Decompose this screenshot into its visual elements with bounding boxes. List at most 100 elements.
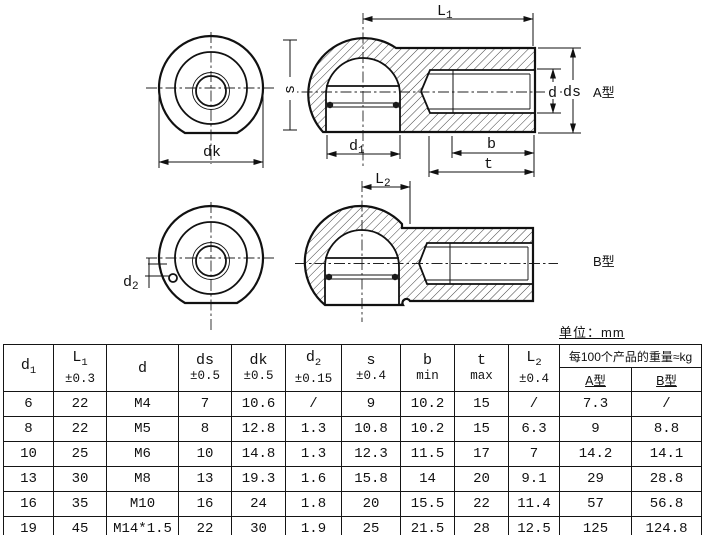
table-cell: 30 — [231, 516, 286, 535]
centerlines-front-a — [146, 32, 277, 164]
d-label: d — [548, 85, 557, 102]
body-outline-a — [307, 37, 537, 134]
weight-subheader: B型 — [631, 367, 702, 392]
table-cell: 9.1 — [508, 466, 560, 492]
thread-hole-b — [418, 242, 532, 285]
section-view-type-b: L2 B型 — [295, 171, 615, 322]
table-cell: 1.3 — [285, 416, 342, 442]
table-cell: 10.2 — [400, 391, 455, 417]
table-cell: 30 — [53, 466, 107, 492]
front-view-type-b: d2 — [123, 202, 277, 332]
table-cell: M8 — [106, 466, 179, 492]
outer-ring-b — [157, 204, 265, 305]
front-view-type-a: dk — [146, 32, 277, 168]
d2-label: d2 — [123, 274, 139, 293]
weight-header: 每100个产品的重量≈kg — [559, 344, 702, 368]
section-view-type-a: L1 s d1 b t d ds A — [282, 3, 615, 177]
table-cell: 12.8 — [231, 416, 286, 442]
spring-groove-b — [325, 274, 399, 280]
table-cell: 16 — [178, 491, 232, 517]
spring-wire-dot — [392, 101, 400, 109]
table-cell: 11.4 — [508, 491, 560, 517]
column-header: d1 — [3, 344, 54, 392]
table-cell: 20 — [454, 466, 509, 492]
l2-label: L2 — [375, 171, 391, 190]
table-cell: 19.3 — [231, 466, 286, 492]
table-cell: M4 — [106, 391, 179, 417]
table-cell: 125 — [559, 516, 632, 535]
table-cell: 56.8 — [631, 491, 702, 517]
table-cell: 10.6 — [231, 391, 286, 417]
outer-ring-a — [157, 34, 265, 135]
column-header: L1±0.3 — [53, 344, 107, 392]
socket-cavity-a — [325, 57, 401, 132]
table-cell: 7 — [508, 441, 560, 467]
table-cell: 11.5 — [400, 441, 455, 467]
dk-label: dk — [203, 144, 221, 161]
table-cell: / — [631, 391, 702, 417]
spring-wire-dot — [325, 273, 333, 281]
table-cell: 14.1 — [631, 441, 702, 467]
table-cell: 124.8 — [631, 516, 702, 535]
table-cell: 1.3 — [285, 441, 342, 467]
table-cell: 1.8 — [285, 491, 342, 517]
table-cell: 12.5 — [508, 516, 560, 535]
d1-label: d1 — [349, 138, 365, 157]
spring-wire-dot — [326, 101, 334, 109]
table-cell: / — [508, 391, 560, 417]
socket-cavity-b — [324, 229, 400, 305]
table-cell: 20 — [341, 491, 401, 517]
table-cell: 25 — [53, 441, 107, 467]
table-cell: 15 — [454, 416, 509, 442]
dk-extension-lines — [158, 96, 264, 168]
table-cell: 24 — [231, 491, 286, 517]
hatched-section-b — [304, 205, 533, 305]
table-cell: M14*1.5 — [106, 516, 179, 535]
t-label: t — [484, 156, 493, 173]
thread-minor-lines-b — [424, 246, 529, 281]
s-label: s — [282, 85, 299, 94]
table-cell: 25 — [341, 516, 401, 535]
table-cell: / — [285, 391, 342, 417]
table-cell: 16 — [3, 491, 54, 517]
chamfer-circle-b — [192, 242, 230, 280]
table-cell: 57 — [559, 491, 632, 517]
table-cell: 6 — [3, 391, 54, 417]
table-cell: 10.2 — [400, 416, 455, 442]
table-cell: 7.3 — [559, 391, 632, 417]
chamfer-circle-a — [192, 72, 230, 110]
socket-ring-a — [174, 51, 248, 125]
table-cell: 10.8 — [341, 416, 401, 442]
table-cell: 14.2 — [559, 441, 632, 467]
table-cell: 28.8 — [631, 466, 702, 492]
d-extension-lines — [537, 68, 561, 114]
spring-wire-dot — [391, 273, 399, 281]
table-cell: 10 — [178, 441, 232, 467]
table-cell: 19 — [3, 516, 54, 535]
column-header: L2±0.4 — [508, 344, 560, 392]
table-cell: 35 — [53, 491, 107, 517]
table-cell: M6 — [106, 441, 179, 467]
spring-groove-a — [326, 102, 400, 108]
column-header: s±0.4 — [341, 344, 401, 392]
table-cell: 7 — [178, 391, 232, 417]
ball-hole-b — [195, 245, 227, 277]
weight-subheader: A型 — [559, 367, 632, 392]
d-label-mask — [545, 82, 560, 99]
table-cell: 29 — [559, 466, 632, 492]
thread-hole-a — [420, 69, 534, 114]
ds-label: ds — [563, 84, 581, 101]
body-outline-b — [303, 204, 535, 307]
type-b-label: B型 — [593, 254, 615, 269]
table-cell: 15.8 — [341, 466, 401, 492]
table-cell: 6.3 — [508, 416, 560, 442]
table-cell: 21.5 — [400, 516, 455, 535]
table-cell: 15.5 — [400, 491, 455, 517]
socket-ring-b — [174, 221, 248, 295]
